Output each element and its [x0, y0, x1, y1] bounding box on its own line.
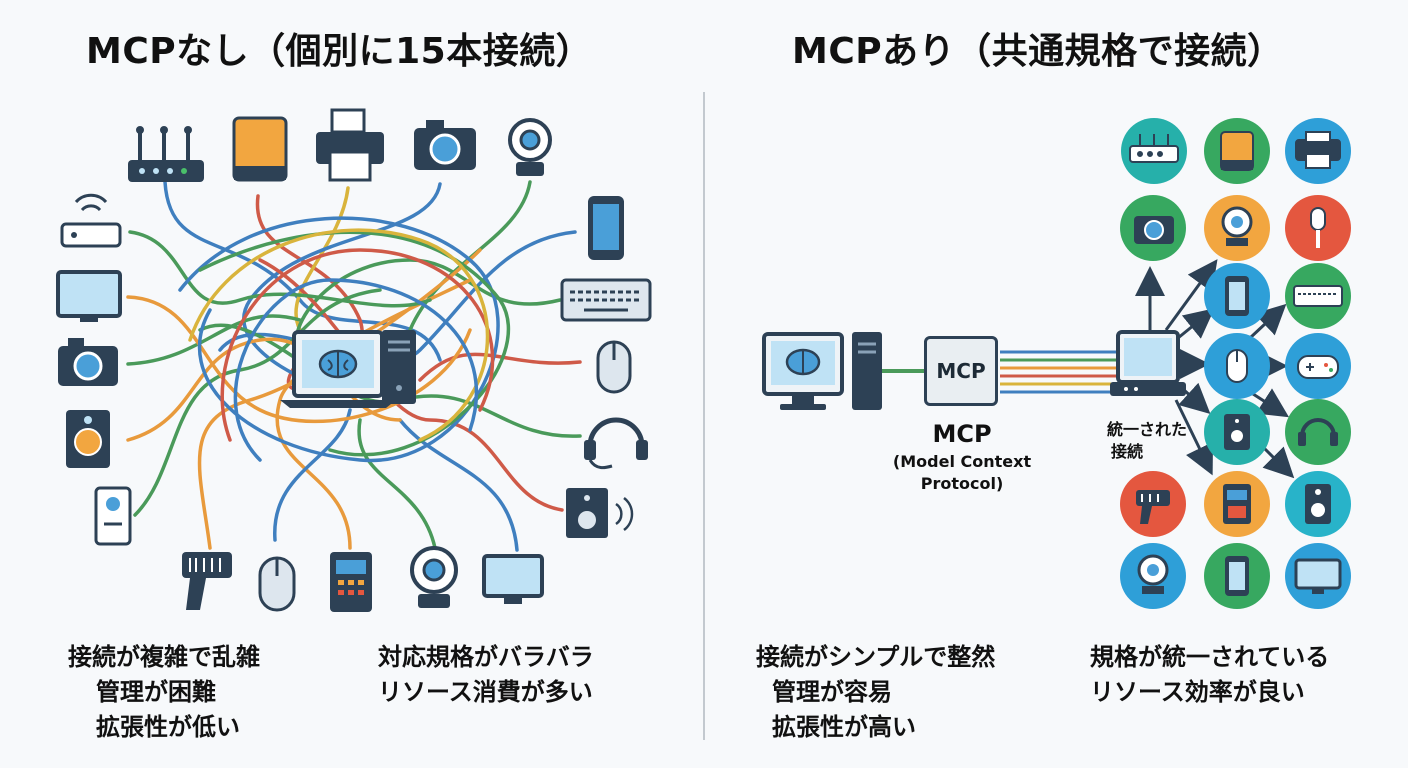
hub-arrows [1135, 259, 1295, 479]
mouse-icon [596, 340, 632, 394]
router-icon [128, 126, 204, 182]
mcp-bundle [1000, 350, 1116, 394]
camera-icon-r [1134, 216, 1174, 244]
hub-device [1110, 330, 1186, 396]
caption-high-scalability: 拡張性が高い [772, 713, 916, 741]
monitor-icon [56, 270, 122, 322]
camera-icon-2 [58, 338, 118, 386]
camera-icon [414, 120, 476, 170]
mcp-name: MCP [932, 420, 992, 448]
mcp-box-label: MCP [936, 359, 986, 383]
wifi-router-icon [60, 193, 122, 248]
keyboard-icon [560, 278, 652, 322]
caption-easy-manage: 管理が容易 [772, 678, 892, 706]
caption-efficient: リソース効率が良い [1090, 678, 1305, 706]
caption-hard-manage: 管理が困難 [96, 678, 216, 706]
pos-terminal-icon [330, 552, 372, 612]
mouse-icon-2 [258, 556, 296, 612]
barcode-scanner-icon-r [1136, 490, 1170, 524]
smartphone-icon-r [1225, 276, 1249, 316]
barcode-scanner-icon [182, 552, 232, 610]
microphone-icon-r [1310, 207, 1326, 248]
mcp-full-name-1: (Model Context [892, 452, 1032, 471]
brain-icon-right [785, 348, 821, 376]
monitor-icon-2 [482, 554, 544, 604]
speaker-icon-2 [566, 488, 634, 538]
speaker-icon-r [1224, 414, 1250, 450]
left-title: MCPなし（個別に15本接続） [86, 31, 593, 72]
headset-icon [584, 417, 648, 470]
caption-simple: 接続がシンプルで整然 [756, 643, 996, 671]
smartphone-icon [588, 196, 624, 260]
webcam-icon-2 [410, 546, 458, 608]
unified-label-1: 統一された [1106, 420, 1187, 439]
caption-complex: 接続が複雑で乱雑 [68, 643, 260, 671]
intercom-icon [94, 486, 132, 546]
unified-label-2: 接続 [1110, 442, 1143, 461]
brain-icon [318, 349, 358, 379]
monitor-icon-r [1294, 558, 1342, 594]
caption-mixed-standards: 対応規格がバラバラ [378, 643, 594, 671]
right-captions-1: 接続がシンプルで整然 管理が容易 拡張性が高い [756, 640, 995, 745]
left-captions-1: 接続が複雑で乱雑 管理が困難 拡張性が低い [68, 640, 260, 745]
ai-host-computer [762, 332, 882, 410]
smartphone-icon-r2 [1225, 556, 1249, 596]
pos-terminal-icon-r [1223, 484, 1251, 524]
mouse-icon-r [1226, 349, 1248, 383]
speaker-icon [66, 410, 110, 468]
webcam-icon [508, 118, 552, 176]
mcp-box: MCP [924, 336, 998, 406]
printer-icon [316, 108, 384, 182]
mcp-full-name-2: Protocol) [920, 474, 1004, 493]
center-divider [703, 92, 705, 740]
gamepad-icon-r [1297, 355, 1339, 379]
hard-drive-icon [232, 116, 288, 182]
headset-icon-r [1298, 418, 1338, 446]
caption-unified-standard: 規格が統一されている [1090, 643, 1330, 671]
caption-high-resource: リソース消費が多い [378, 678, 593, 706]
keyboard-icon-r [1293, 285, 1343, 307]
webcam-icon-r2 [1137, 554, 1169, 594]
webcam-icon-r [1221, 206, 1253, 246]
router-icon-r [1129, 134, 1179, 163]
speaker-icon-r2 [1305, 484, 1331, 524]
right-captions-2: 規格が統一されている リソース効率が良い [1090, 640, 1329, 710]
caption-low-scalability: 拡張性が低い [96, 713, 240, 741]
right-title: MCPあり（共通規格で接続） [792, 31, 1284, 72]
printer-icon-r [1295, 131, 1341, 169]
hard-drive-icon-r [1220, 131, 1254, 171]
left-captions-2: 対応規格がバラバラ リソース消費が多い [378, 640, 594, 710]
